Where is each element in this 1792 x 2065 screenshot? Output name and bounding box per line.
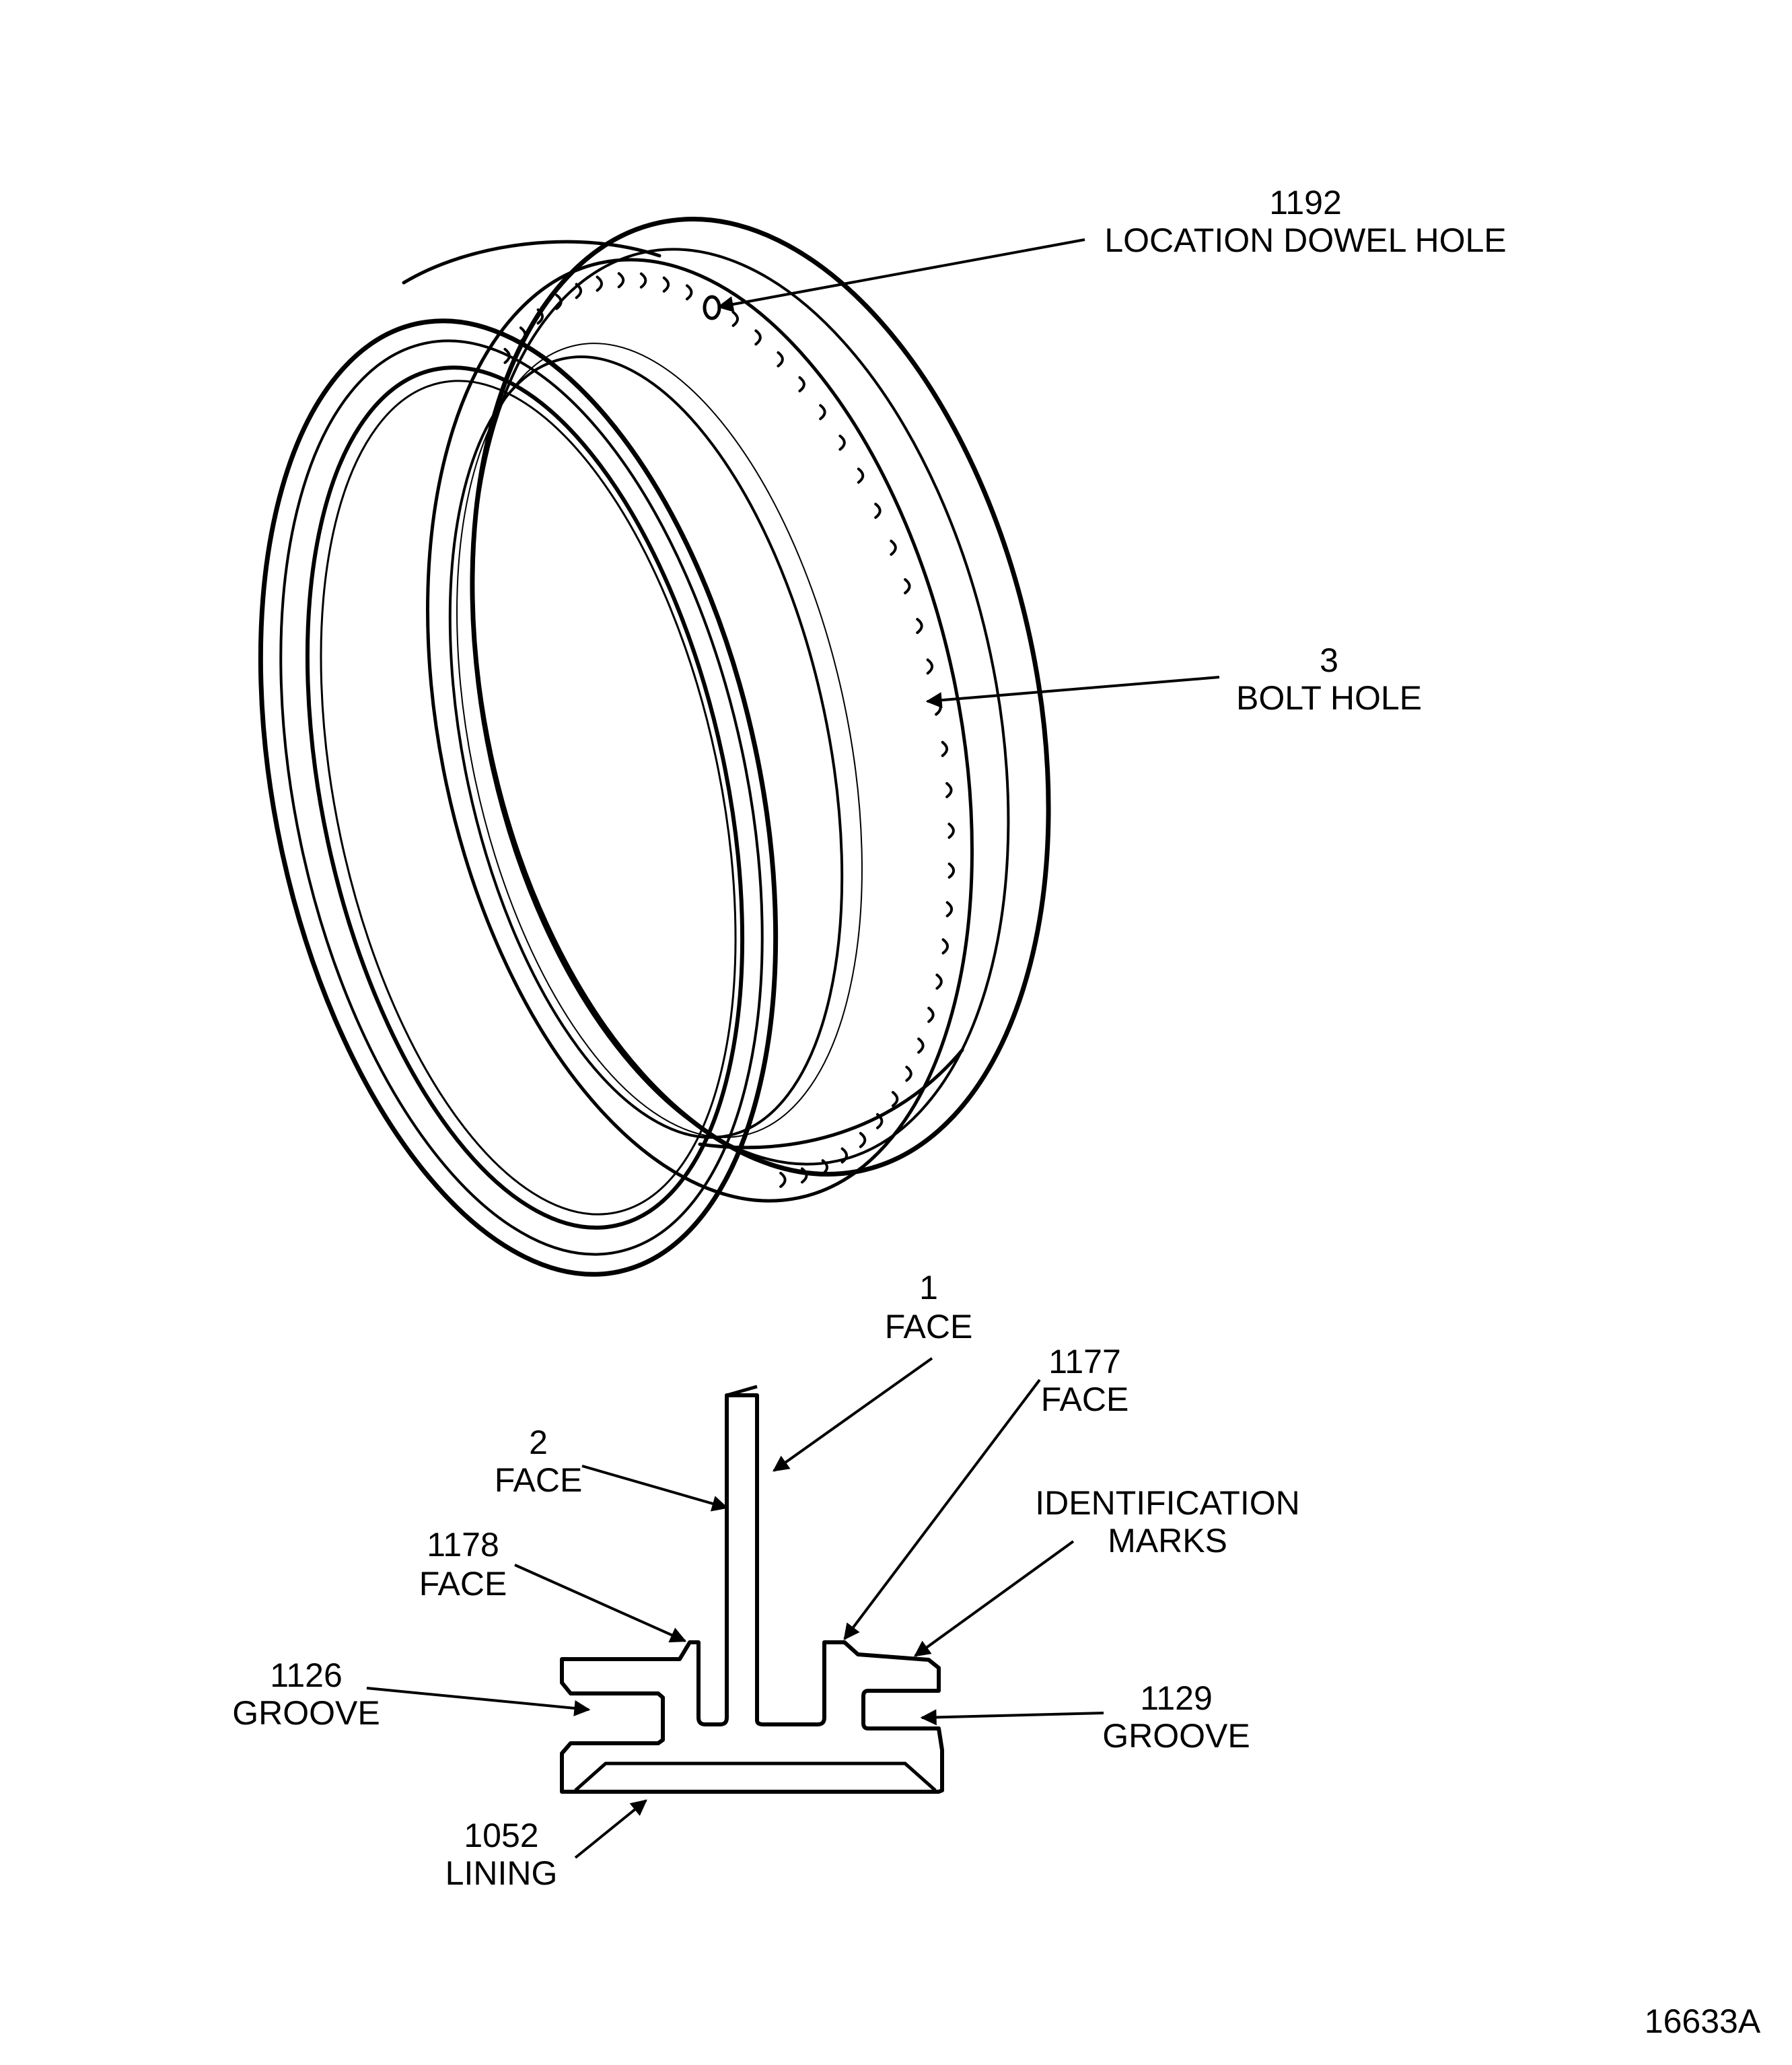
bolt-hole xyxy=(904,578,911,594)
bolt-hole xyxy=(947,823,955,839)
callout-dowel-name: LOCATION DOWEL HOLE xyxy=(1104,221,1506,259)
bolt-hole xyxy=(916,617,923,634)
leader-bolt xyxy=(925,676,1220,709)
callout-face1178-name: FACE xyxy=(419,1565,507,1603)
leader-dowel xyxy=(717,238,1085,312)
callout-groove1126-name: GROOVE xyxy=(232,1694,380,1732)
bolt-hole xyxy=(662,276,670,293)
bolt-hole xyxy=(555,293,563,310)
bolt-flange xyxy=(426,258,974,1203)
front-face-outer xyxy=(258,318,779,1277)
callout-face1-number: 1 xyxy=(919,1269,938,1306)
callout-bolt-number: 3 xyxy=(1320,641,1338,679)
front-face-mid xyxy=(279,339,764,1256)
rear-flange-outer xyxy=(470,217,1051,1177)
bolt-hole xyxy=(617,272,625,289)
bolt-hole xyxy=(819,404,826,421)
bolt-hole xyxy=(905,1065,912,1082)
bolt-hole xyxy=(503,347,511,364)
bolt-hole xyxy=(685,284,693,301)
callout-ident-line2: MARKS xyxy=(1108,1522,1227,1560)
leader-groove1126 xyxy=(366,1687,591,1716)
bolt-hole xyxy=(859,1131,867,1148)
bolt-hole xyxy=(945,781,953,798)
bolt-hole xyxy=(754,329,762,346)
front-face-inner xyxy=(305,365,745,1230)
leader-ident xyxy=(914,1540,1075,1657)
bolt-hole xyxy=(838,434,846,451)
bolt-hole xyxy=(536,308,544,325)
callout-face1177-number: 1177 xyxy=(1048,1343,1121,1380)
inner-bore-back xyxy=(448,355,844,1139)
bolt-hole xyxy=(875,1113,884,1129)
lining-profile xyxy=(574,1761,937,1792)
bolt-hole xyxy=(945,901,954,917)
bolt-hole xyxy=(874,502,882,519)
callout-lining-number: 1052 xyxy=(464,1817,538,1854)
bolt-hole xyxy=(890,539,897,556)
callout-face2-name: FACE xyxy=(495,1461,583,1499)
location-dowel-hole xyxy=(703,295,721,320)
leader-face1177 xyxy=(843,1378,1041,1640)
bolt-hole xyxy=(731,310,740,327)
figure-number: 16633A xyxy=(1645,2002,1761,2040)
callout-groove1129-name: GROOVE xyxy=(1102,1717,1250,1755)
bolt-hole xyxy=(575,283,583,300)
front-face-bore xyxy=(320,380,737,1216)
bolt-hole xyxy=(801,1167,808,1184)
leader-groove1129 xyxy=(920,1709,1104,1726)
callout-ident-line1: IDENTIFICATION xyxy=(1035,1484,1300,1522)
bolt-hole xyxy=(840,1147,849,1164)
callout-groove1129-number: 1129 xyxy=(1140,1679,1213,1717)
bolt-hole xyxy=(596,275,604,292)
leader-lining xyxy=(574,1799,647,1859)
flange-cross-section xyxy=(560,1385,944,1794)
web-chamfer xyxy=(726,1385,758,1397)
callout-groove1126-number: 1126 xyxy=(270,1656,343,1694)
body-top-line xyxy=(402,240,661,285)
bolt-hole xyxy=(891,1090,899,1107)
bolt-hole xyxy=(777,351,784,368)
bolt-hole xyxy=(941,938,949,954)
callout-face1178-number: 1178 xyxy=(427,1526,499,1564)
bolt-holes xyxy=(503,272,956,1188)
bolt-hole xyxy=(779,1171,787,1188)
bolt-hole xyxy=(927,1006,935,1023)
inner-bore-groove xyxy=(456,343,863,1138)
ring-assembly xyxy=(258,217,1051,1277)
bolt-hole xyxy=(935,699,942,716)
bolt-hole xyxy=(935,973,943,990)
bolt-hole xyxy=(941,740,949,757)
leader-face1178 xyxy=(514,1564,687,1643)
callout-dowel-number: 1192 xyxy=(1269,184,1342,221)
callout-lining-name: LINING xyxy=(445,1854,558,1892)
bolt-hole xyxy=(639,272,647,289)
bolt-hole xyxy=(821,1159,829,1176)
section-profile xyxy=(560,1393,944,1794)
callout-face1-name: FACE xyxy=(885,1308,973,1345)
bolt-hole xyxy=(947,862,956,879)
callout-bolt-name: BOLT HOLE xyxy=(1236,679,1422,717)
bolt-hole xyxy=(917,1037,925,1054)
callout-face2-number: 2 xyxy=(529,1424,548,1461)
bolt-hole xyxy=(519,326,527,343)
leader-face1 xyxy=(773,1357,933,1472)
leader-face2 xyxy=(581,1465,729,1512)
bolt-hole xyxy=(857,467,865,484)
bolt-hole xyxy=(798,376,805,392)
bolt-hole xyxy=(926,658,934,675)
callout-face1177-name: FACE xyxy=(1041,1380,1129,1418)
